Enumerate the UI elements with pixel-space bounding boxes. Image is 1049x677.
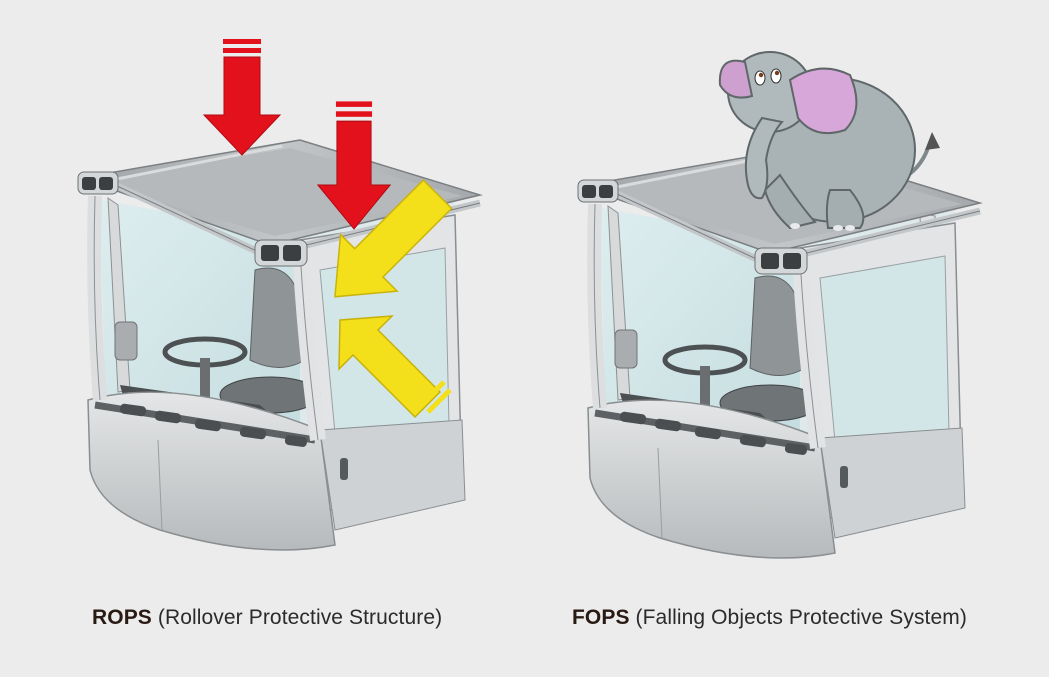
rops-full-name: (Rollover Protective Structure) — [157, 606, 443, 629]
red-down-arrow-icon — [203, 38, 281, 156]
elephant-icon — [718, 51, 940, 231]
rops-caption: ROPS (Rollover Protective Structure) — [92, 606, 442, 630]
yellow-diagonal-arrow-icon — [338, 315, 452, 419]
rops-abbreviation: ROPS — [92, 606, 152, 629]
fops-full-name: (Falling Objects Protective System) — [635, 606, 967, 629]
fops-abbreviation: FOPS — [572, 606, 630, 629]
fops-caption: FOPS (Falling Objects Protective System) — [572, 606, 967, 630]
yellow-diagonal-arrow-icon — [334, 179, 453, 298]
